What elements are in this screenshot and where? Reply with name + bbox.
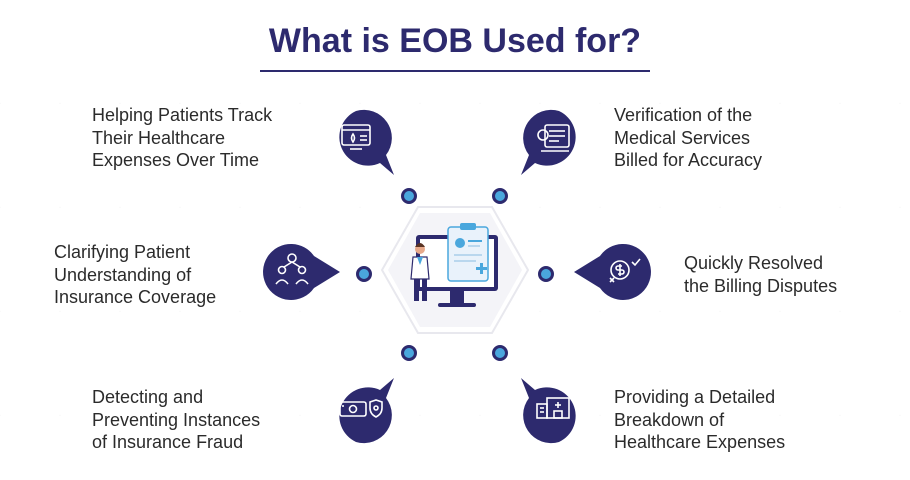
item-text-verification: Verification of the Medical Services Bil… — [614, 105, 763, 170]
item-text-track-expenses: Helping Patients Track Their Healthcare … — [92, 105, 273, 170]
clipboard-icon — [447, 223, 489, 282]
connector-dot-middle-right — [538, 266, 554, 282]
item-text-fraud: Detecting and Preventing Instances of In… — [92, 387, 261, 452]
people-network-icon — [263, 243, 340, 300]
central-illustration — [380, 206, 530, 334]
money-shield-icon — [339, 378, 394, 444]
connector-dot-top-left — [401, 188, 417, 204]
title-underline — [260, 70, 650, 72]
connector-dot-middle-left — [356, 266, 372, 282]
connector-dot-bottom-right — [492, 345, 508, 361]
connector-dot-bottom-left — [401, 345, 417, 361]
connector-dot-top-right — [492, 188, 508, 204]
item-text-breakdown: Providing a Detailed Breakdown of Health… — [614, 387, 786, 452]
hospital-calculator-icon — [521, 378, 576, 444]
doctor-figure-icon — [410, 243, 430, 301]
item-text-clarifying: Clarifying Patient Understanding of Insu… — [54, 242, 217, 307]
billing-device-icon — [521, 109, 576, 175]
item-text-billing-disputes: Quickly Resolved the Billing Disputes — [684, 253, 838, 296]
page-title: What is EOB Used for? — [268, 22, 642, 60]
dollar-check-icon — [574, 243, 651, 300]
monitor-drop-icon — [339, 109, 394, 175]
